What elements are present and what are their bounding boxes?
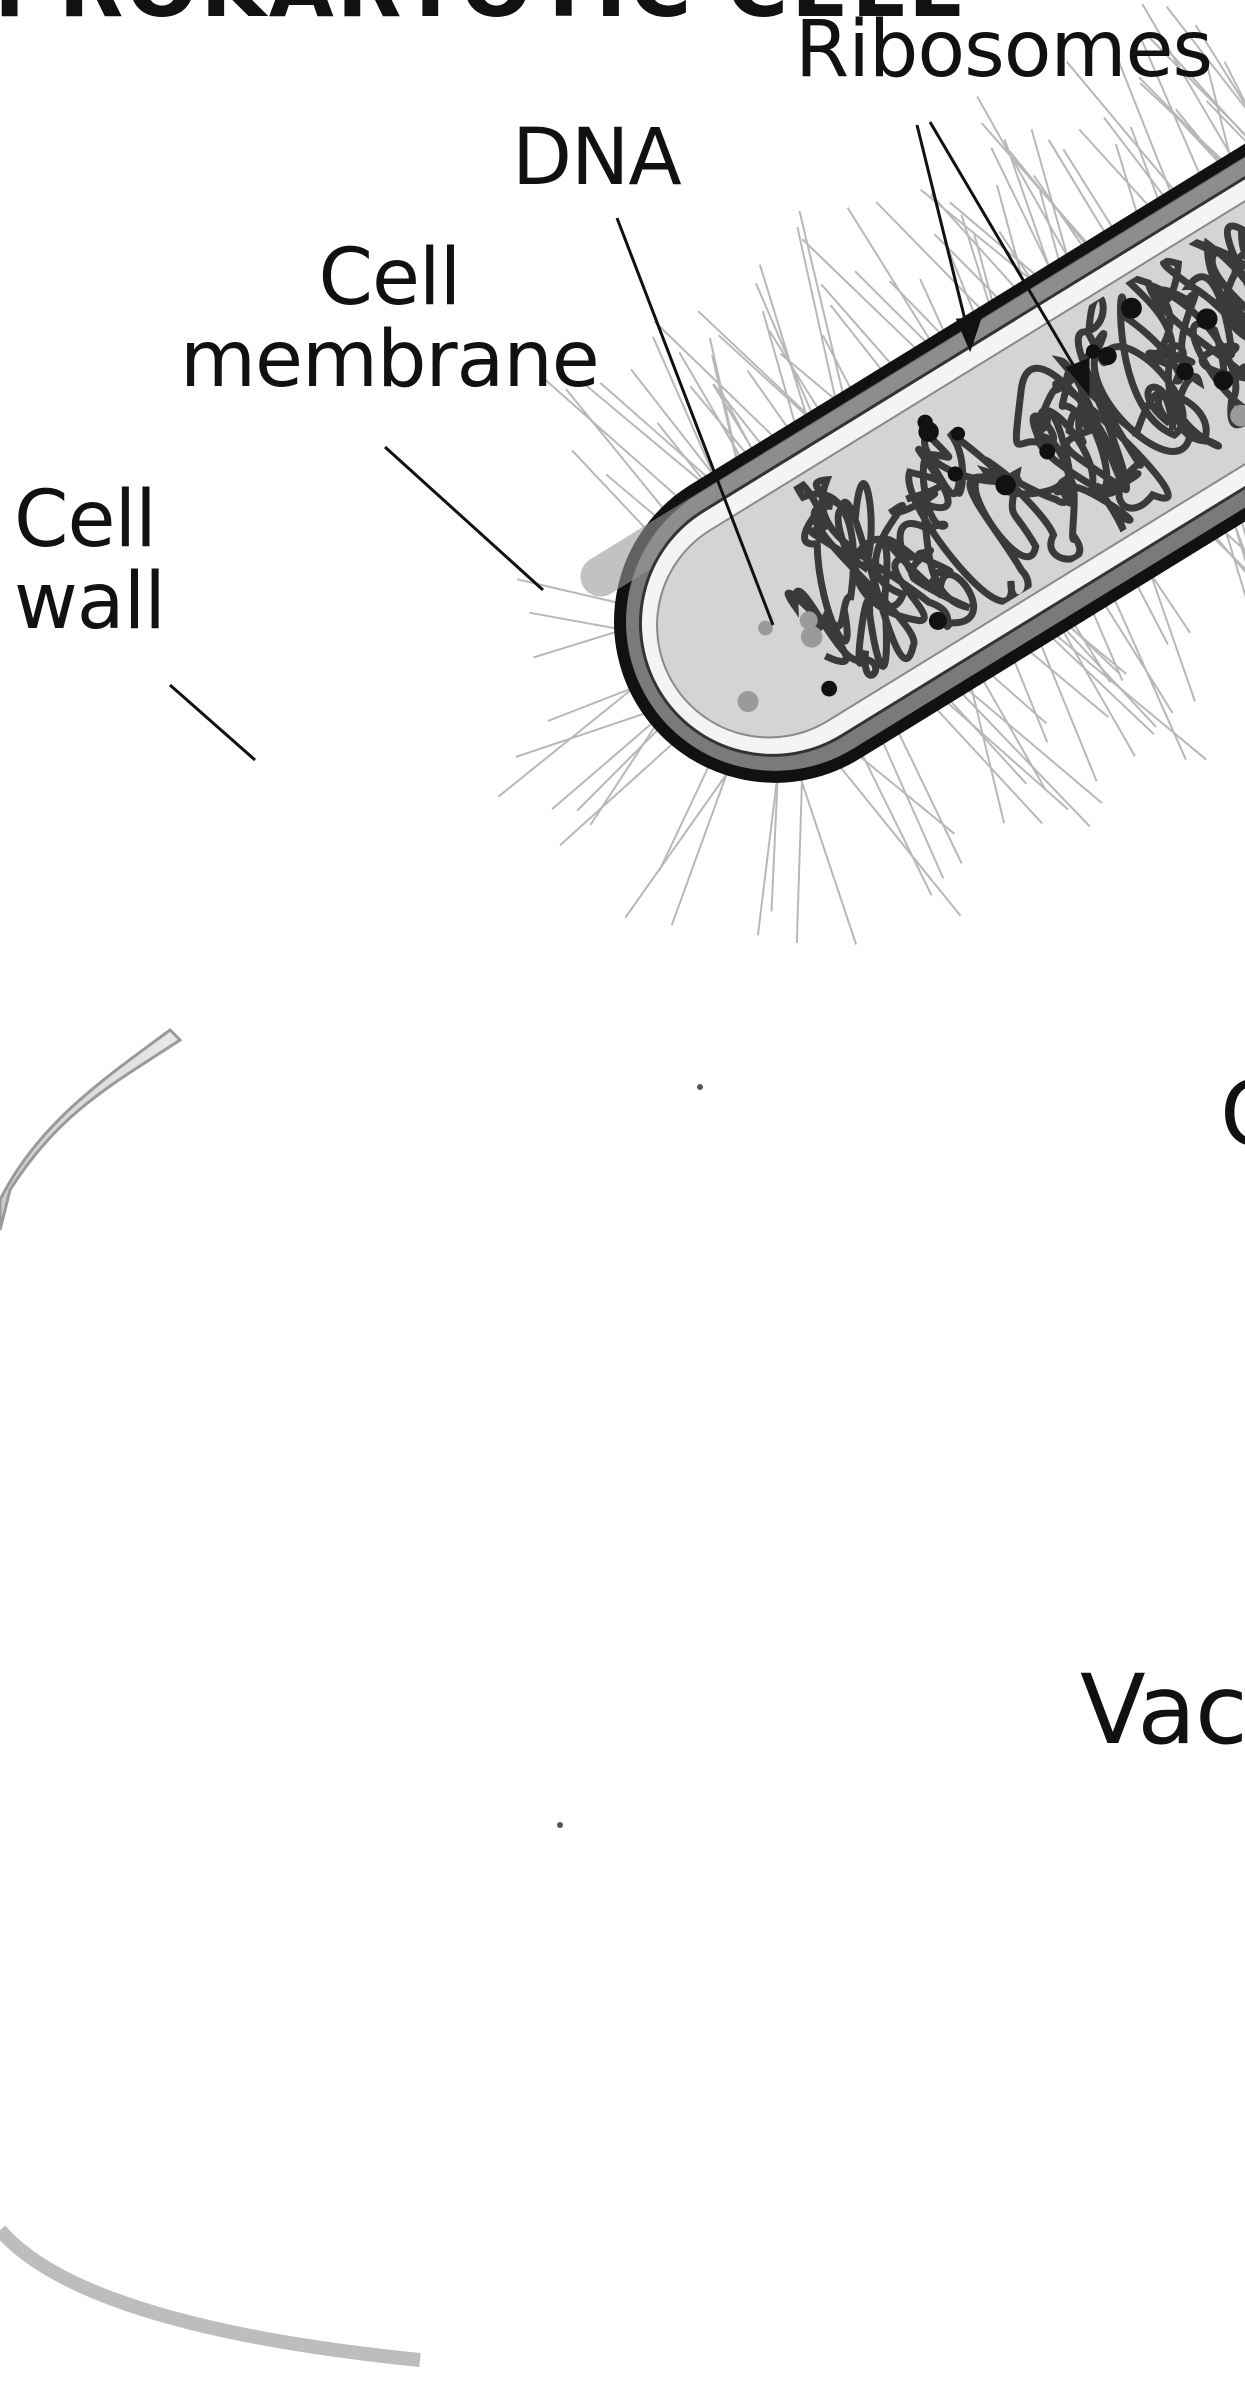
pilus [935,234,1001,301]
pilus [1177,118,1221,165]
pilus [572,450,649,532]
background-speck [697,1084,703,1090]
pilus [606,475,659,519]
pilus [1063,149,1114,231]
pilus [950,202,1039,277]
pilus [552,720,655,809]
ribosomes-pointer-left [917,125,970,340]
pilus [1213,534,1245,648]
cell-membrane-label: Cell membrane [180,238,599,402]
pilus [934,706,1042,823]
pilus [1067,624,1127,674]
wall-pointer [170,685,255,760]
pilus [1072,621,1110,682]
pilus [1150,573,1195,701]
pilus [529,613,620,630]
background-cell-outline [0,2230,420,2360]
cell-wall-label: Cell wall [14,480,165,644]
pilus [1225,527,1245,710]
pilus [631,369,715,476]
cut-off-label: C [1220,1068,1245,1163]
cell-membrane-label-line2: membrane [180,320,599,402]
pilus [1013,657,1047,742]
pilus [760,265,808,420]
pilus [959,691,1090,827]
pilus [948,698,1027,784]
pilus [1234,522,1245,592]
pilus [1053,633,1206,760]
pilus [944,700,1068,810]
dna-label: DNA [512,118,681,200]
pilus [797,774,802,943]
pilus [1116,144,1138,216]
pilus [498,687,634,797]
pilus [566,389,666,511]
membrane-pointer [385,447,543,590]
pilus [548,687,635,721]
pilus [560,741,676,845]
pilus [838,764,961,916]
pilus [831,305,884,373]
pilus [577,727,661,811]
cell-wall-label-line1: Cell [14,480,165,562]
background-speck [557,1822,563,1828]
pilus [714,385,764,448]
ribosomes-label: Ribosomes [795,10,1212,92]
pilus [672,770,729,925]
pilus [534,631,621,658]
pilus [516,712,649,757]
cell-wall-label-line2: wall [14,562,165,644]
cell-membrane-label-line1: Cell [180,238,599,320]
pilus [977,97,1069,260]
pilus [800,211,844,397]
pilus [659,763,710,871]
pilus [1092,609,1123,681]
pilus [800,775,857,945]
pilus [1079,130,1151,209]
pilus [1049,635,1154,734]
vacuole-label-partial: Vac [1080,1660,1245,1761]
pilus [625,770,729,918]
pilus [876,202,983,312]
flagellum [0,1030,180,1230]
